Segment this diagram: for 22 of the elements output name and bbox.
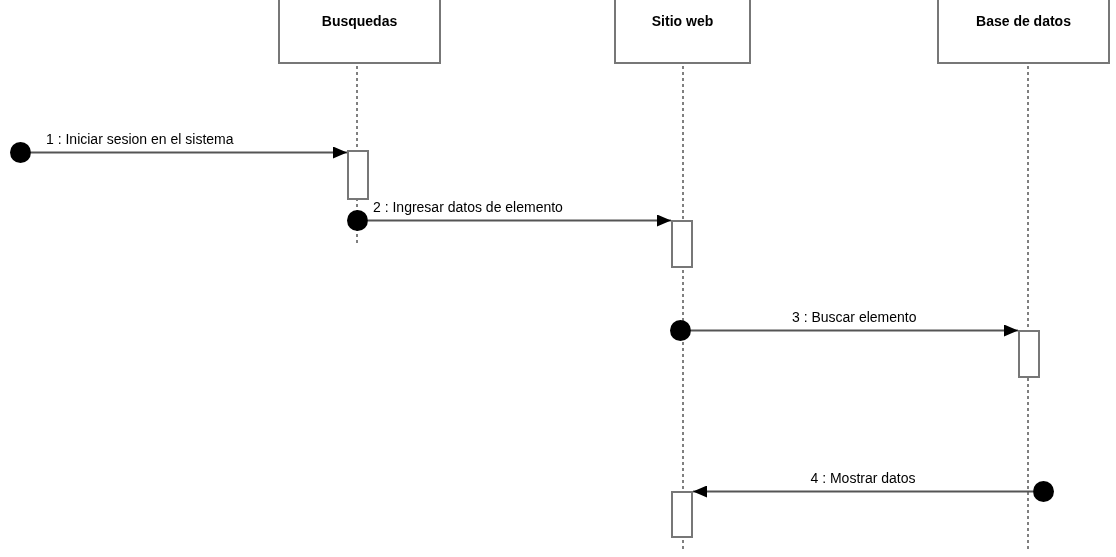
message-label: 2 : Ingresar datos de elemento — [372, 198, 564, 215]
lifeline-head — [614, 0, 751, 64]
lifeline-name: Sitio web — [651, 13, 714, 31]
message-label: 4 : Mostrar datos — [809, 469, 917, 486]
message-label: 3 : Buscar elemento — [791, 308, 918, 325]
start-dot — [670, 320, 691, 341]
message-arrow — [30, 146, 348, 159]
activation-bar — [671, 220, 693, 268]
lifeline-name: Base de datos — [976, 13, 1071, 31]
lifeline-head — [937, 0, 1110, 64]
message-arrow — [692, 485, 1034, 498]
start-dot — [10, 142, 31, 163]
activation-bar — [1018, 330, 1040, 378]
message-arrow — [367, 214, 672, 227]
message-label: 1 : Iniciar sesion en el sistema — [45, 130, 235, 147]
lifeline-name: Busquedas — [321, 13, 398, 31]
activation-bar — [671, 491, 693, 538]
lifeline-head — [278, 0, 441, 64]
message-arrow — [690, 324, 1019, 337]
activation-bar — [347, 150, 369, 200]
start-dot — [1033, 481, 1054, 502]
start-dot — [347, 210, 368, 231]
